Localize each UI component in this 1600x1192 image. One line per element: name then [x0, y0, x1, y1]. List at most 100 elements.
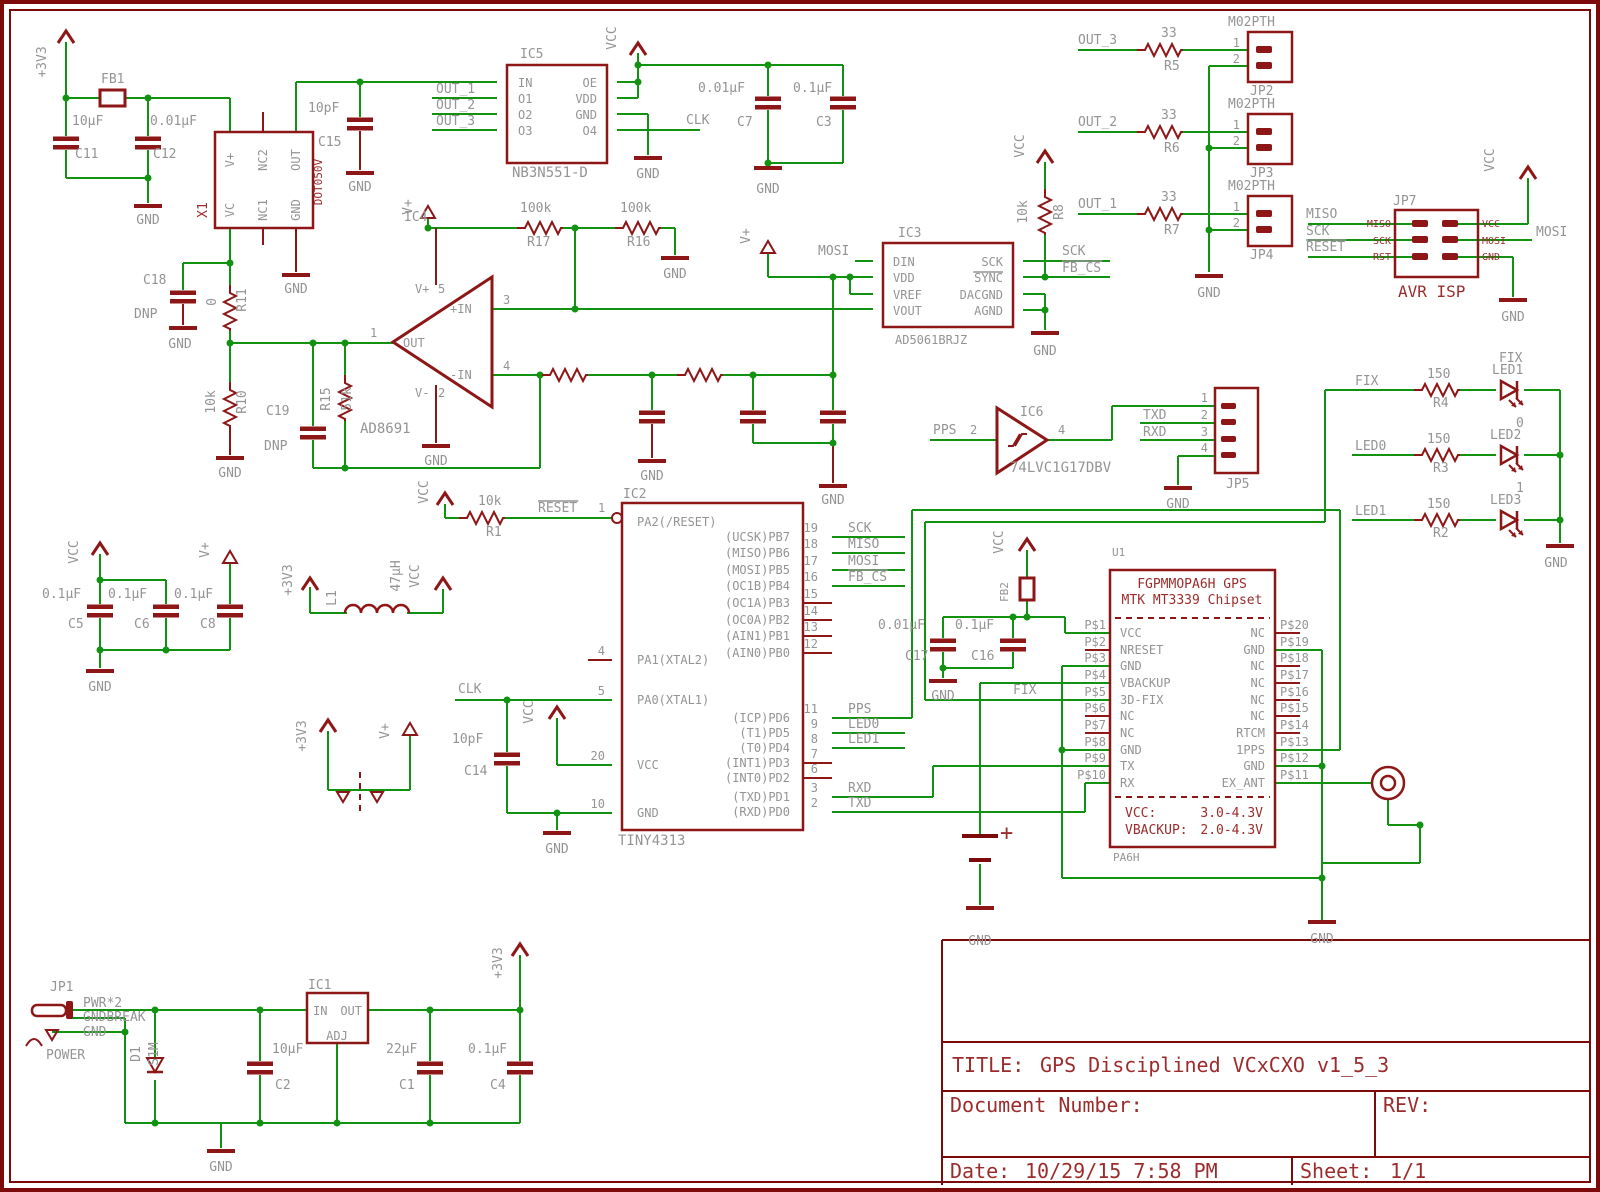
capacitor-C9	[740, 410, 766, 415]
label-74lvc1g17dbv: 74LVC1G17DBV	[1010, 460, 1112, 476]
led-arrow-icon	[1518, 400, 1523, 405]
label-jp3: JP3	[1250, 166, 1273, 181]
document-number-label: Document Number:	[950, 1093, 1143, 1117]
junction-dot	[536, 371, 544, 379]
label-ad8691: AD8691	[360, 421, 411, 437]
led-arrow-icon	[1518, 530, 1523, 535]
label-150: 150	[1427, 432, 1450, 447]
supply-arrow-icon	[300, 575, 320, 591]
label-sck: SCK	[1306, 224, 1330, 239]
ic2-TINY4313	[620, 501, 805, 832]
label-p-10: P$10	[1077, 768, 1106, 782]
label-10pf: 10pF	[308, 101, 339, 116]
jp2-header	[1246, 30, 1294, 84]
label-33: 33	[1161, 190, 1177, 205]
resistor-R10	[221, 382, 239, 428]
label--miso-pb6: (MISO)PB6	[725, 546, 790, 560]
junction-dot	[1318, 762, 1326, 770]
resistor-R4	[1414, 381, 1460, 399]
label-v-: V+	[415, 282, 429, 296]
label-adj: ADJ	[326, 1029, 348, 1043]
resistor-R2	[1414, 511, 1460, 529]
connector-pad	[1412, 253, 1428, 260]
diode-D1	[145, 1057, 165, 1075]
label-gnd: GND	[88, 680, 112, 695]
label-r8: R8	[1052, 204, 1067, 220]
label-vdd: VDD	[893, 271, 915, 285]
junction-dot	[151, 1006, 159, 1014]
label-18: 18	[804, 537, 818, 551]
label-vcc: VCC	[417, 480, 432, 503]
label-p-8: P$8	[1084, 735, 1106, 749]
label-2: 2	[811, 796, 818, 810]
label-0-1-f: 0.1µF	[108, 587, 147, 602]
label-pa6h: PA6H	[1113, 851, 1140, 864]
label-1: 1	[1233, 118, 1240, 132]
label-gnd: GND	[821, 493, 845, 508]
label-sck: SCK	[1373, 236, 1391, 247]
label-gnd: GND	[1166, 497, 1190, 512]
capacitor-C12	[135, 145, 161, 150]
label-r15: R15	[319, 387, 334, 410]
label-p-6: P$6	[1084, 701, 1106, 715]
junction-dot	[356, 78, 364, 86]
junction-dot	[516, 1006, 524, 1014]
label-led2: LED2	[1490, 428, 1521, 443]
sheet-value: 1/1	[1390, 1159, 1426, 1183]
title-block: TITLE: GPS Disciplined VCxCXO v1_5_3 Doc…	[950, 1053, 1431, 1183]
label-led3: LED3	[1490, 493, 1521, 508]
label-ic3: IC3	[898, 226, 921, 241]
label-gnd: GND	[1033, 344, 1057, 359]
junction-dot	[1009, 613, 1017, 621]
label-p-12: P$12	[1280, 751, 1309, 765]
ic5-NB3N551	[505, 63, 609, 165]
led-arrow-icon	[1511, 532, 1516, 537]
label-8: 8	[811, 732, 818, 746]
label-mosi: MOSI	[1482, 236, 1506, 247]
label-p-13: P$13	[1280, 735, 1309, 749]
capacitor-C11	[53, 145, 79, 150]
jp5-header	[1213, 386, 1260, 475]
label-c5: C5	[68, 617, 84, 632]
label-gnd: GND	[289, 199, 303, 221]
junction-dot	[1205, 226, 1213, 234]
label-led1: LED1	[848, 732, 879, 747]
label--ain1-pb1: (AIN1)PB1	[725, 629, 790, 643]
label-led0: LED0	[848, 717, 879, 732]
supply-vplus-icon	[221, 549, 239, 564]
label-out-3: OUT_3	[436, 114, 475, 129]
capacitor-C17	[930, 647, 956, 652]
label-gnd: GND	[756, 182, 780, 197]
label-100k: 100k	[520, 201, 551, 216]
junction-dot	[1556, 451, 1564, 459]
label-2: 2	[1201, 408, 1208, 422]
label-pa0-xtal1-: PA0(XTAL1)	[637, 693, 709, 707]
label-vcc: VCC	[637, 758, 659, 772]
capacitor-C1	[417, 1061, 443, 1066]
capacitor-C3	[830, 96, 856, 101]
junction-dot	[829, 371, 837, 379]
led-LED1	[1499, 378, 1520, 402]
label-pwr-2: PWR*2	[83, 996, 122, 1011]
label-13: 13	[804, 620, 818, 634]
label--oc1b-pb4: (OC1B)PB4	[725, 579, 790, 593]
label-out-2: OUT_2	[436, 98, 475, 113]
label-out: OUT	[403, 336, 425, 350]
supply-arrow-icon	[547, 704, 567, 720]
label-clk: CLK	[458, 682, 482, 697]
label-o1: O1	[518, 92, 532, 106]
label-fb2: FB2	[998, 582, 1011, 602]
label-11: 11	[804, 702, 818, 716]
junction-dot	[846, 273, 854, 281]
label-vbackup: VBACKUP	[1120, 676, 1171, 690]
capacitor-C10	[820, 419, 846, 424]
label-gnd: GND	[637, 806, 659, 820]
date-label: Date:	[950, 1159, 1010, 1183]
capacitor-C1	[417, 1070, 443, 1075]
label-gnd: GND	[545, 842, 569, 857]
power-jack-squiggle	[25, 1038, 43, 1047]
label-miso: MISO	[848, 537, 879, 552]
label-12: 12	[804, 637, 818, 651]
label-ic4: IC4	[404, 210, 428, 225]
led-arrow-icon	[1511, 467, 1516, 472]
